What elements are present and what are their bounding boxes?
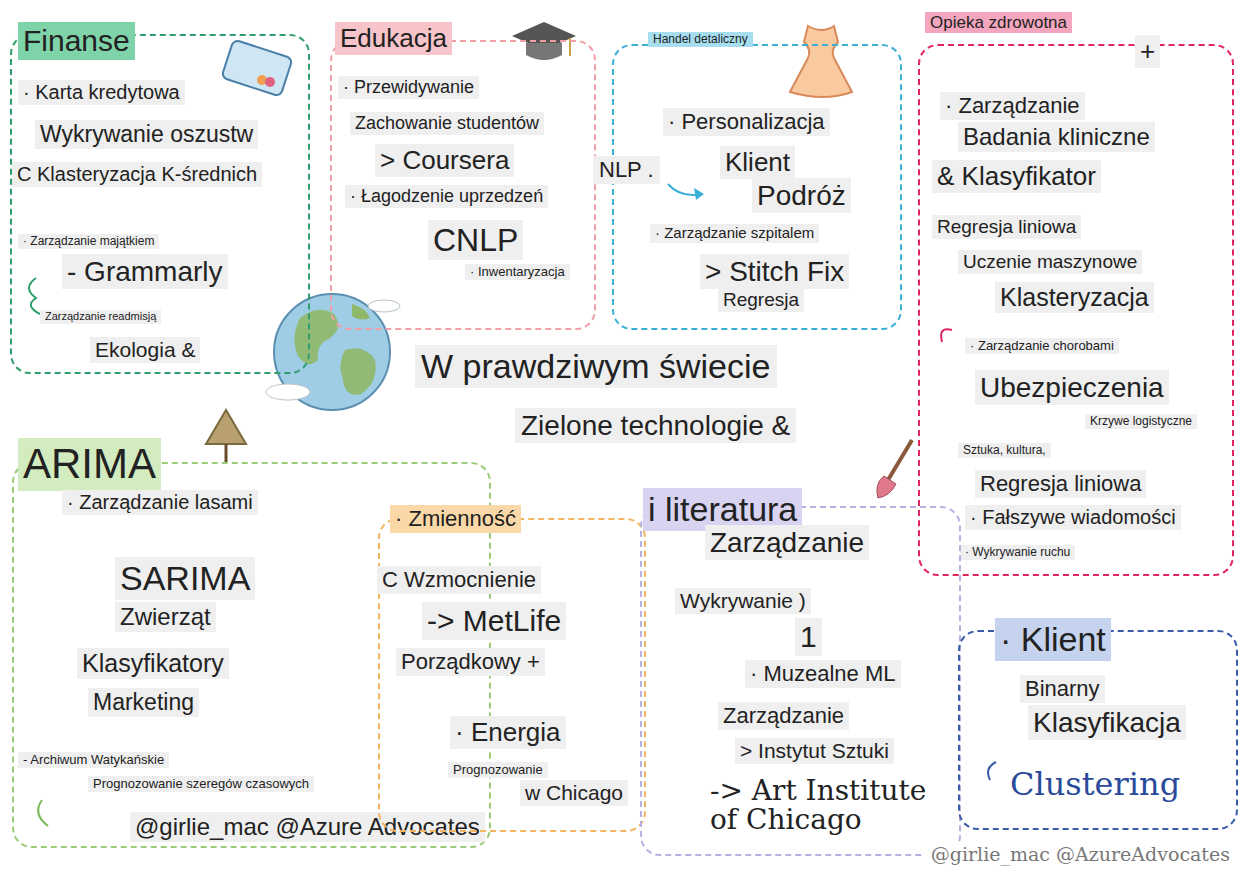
region-text: Prognozowanie bbox=[448, 762, 548, 778]
region-text: Klasteryzacja bbox=[995, 282, 1154, 313]
region-panel: Handel detaliczny· PersonalizacjaKlientP… bbox=[612, 44, 902, 330]
region-text: · Muzealne ML bbox=[745, 660, 901, 688]
region-text: Badania kliniczne bbox=[958, 122, 1155, 152]
region-text: - Archiwum Watykańskie bbox=[18, 752, 169, 768]
region-text: - Grammarly bbox=[62, 254, 228, 289]
region-heading: ARIMA bbox=[18, 438, 161, 491]
region-text: · Energia bbox=[450, 716, 566, 749]
region-heading: Handel detaliczny bbox=[648, 32, 753, 47]
region-text: · Przewidywanie bbox=[338, 76, 479, 99]
region-text: Regresja liniowa bbox=[975, 470, 1146, 498]
curl-mark bbox=[941, 329, 952, 342]
region-text: · Fałszywe wiadomości bbox=[965, 505, 1181, 530]
region-text: & Klasyfikator bbox=[932, 160, 1101, 193]
region-heading: Opieka zdrowotna bbox=[925, 12, 1072, 33]
region-text: 1 bbox=[795, 618, 822, 656]
watermark: @girlie_mac @AzureAdvocates bbox=[925, 843, 1236, 867]
region-text: · Inwentaryzacja bbox=[465, 264, 570, 280]
region-text: Klient bbox=[720, 146, 795, 179]
region-panel: · KlientBinarnyKlasyfikacjaClustering bbox=[958, 630, 1238, 830]
region-text: · Karta kredytowa bbox=[18, 80, 185, 105]
region-text: C Wzmocnienie bbox=[377, 566, 541, 594]
region-text: Krzywe logistyczne bbox=[1085, 414, 1197, 429]
region-text: · Zarządzanie bbox=[940, 92, 1085, 120]
handwritten-note: -> Art Institute of Chicago bbox=[705, 776, 955, 835]
region-text: Regresja bbox=[718, 288, 804, 312]
region-text: Zarządzanie bbox=[718, 702, 849, 730]
nlp-arrowhead bbox=[694, 188, 704, 200]
region-text: Binarny bbox=[1020, 675, 1105, 703]
region-text: w Chicago bbox=[520, 780, 628, 806]
region-panel: Edukacja· PrzewidywanieZachowanie studen… bbox=[330, 40, 596, 330]
curl-mark bbox=[38, 800, 48, 826]
region-text: > Instytut Sztuki bbox=[735, 738, 894, 764]
region-heading: · Zmienność bbox=[390, 505, 521, 533]
region-text: CNLP bbox=[428, 220, 523, 260]
credit-card-icon bbox=[221, 39, 292, 96]
region-text: · Zarządzanie majątkiem bbox=[18, 234, 159, 249]
region-text: Podróż bbox=[752, 178, 851, 213]
region-text: Zwierząt bbox=[115, 602, 216, 632]
region-text: · Zarządzanie lasami bbox=[62, 490, 258, 515]
region-text: Zarządzanie readmisją bbox=[40, 310, 161, 324]
globe-illustration bbox=[266, 294, 400, 410]
free-label: NLP . bbox=[593, 156, 660, 184]
region-text: Wykrywanie oszustw bbox=[35, 120, 258, 149]
tree-icon bbox=[206, 410, 246, 462]
region-text: · Zarządzanie szpitalem bbox=[650, 224, 819, 243]
region-text: Prognozowanie szeregów czasowych bbox=[88, 776, 314, 792]
region-text: Klasyfikacja bbox=[1028, 705, 1186, 740]
diagram-title: W prawdziwym świecie bbox=[415, 345, 777, 388]
region-text: · Łagodzenie uprzedzeń bbox=[345, 185, 548, 208]
region-panel: Opieka zdrowotna+· ZarządzanieBadania kl… bbox=[918, 44, 1234, 576]
region-heading: Finanse bbox=[18, 22, 135, 60]
region-heading: Edukacja bbox=[335, 22, 452, 55]
region-text: C Klasteryzacja K-średnich bbox=[12, 162, 262, 187]
curl-mark bbox=[29, 278, 40, 314]
region-text: Zachowanie studentów bbox=[350, 112, 544, 135]
region-text: -> MetLife bbox=[422, 602, 566, 640]
region-text: + bbox=[1135, 35, 1160, 68]
region-panel: · ZmiennośćC Wzmocnienie-> MetLifePorząd… bbox=[378, 518, 646, 832]
region-heading: · Klient bbox=[995, 618, 1111, 661]
region-text: Klasyfikatory bbox=[77, 648, 229, 679]
region-text: Marketing bbox=[88, 688, 199, 717]
region-text: Sztuka, kultura, bbox=[958, 443, 1051, 458]
region-text: Wykrywanie ) bbox=[675, 588, 811, 614]
region-text: > Stitch Fix bbox=[700, 254, 849, 289]
region-text: Porządkowy + bbox=[396, 648, 545, 676]
region-text: Ekologia & bbox=[90, 337, 200, 363]
dress-icon bbox=[790, 26, 852, 97]
free-label: Zielone technologie & bbox=[515, 408, 796, 443]
region-text: · Wykrywanie ruchu bbox=[960, 545, 1075, 560]
region-text: · Personalizacja bbox=[663, 108, 830, 136]
region-text: Ubezpieczenia bbox=[975, 370, 1169, 405]
region-panel: i literaturaZarządzanieWykrywanie )1· Mu… bbox=[640, 506, 961, 856]
region-text: SARIMA bbox=[115, 557, 255, 600]
region-panel: Finanse· Karta kredytowaWykrywanie oszus… bbox=[10, 34, 310, 374]
region-text: @girlie_mac @Azure Advocates bbox=[130, 812, 485, 842]
curl-mark bbox=[988, 762, 996, 780]
region-text: > Coursera bbox=[375, 144, 514, 177]
brush-icon bbox=[877, 440, 912, 498]
region-text: · Zarządzanie chorobami bbox=[965, 338, 1119, 354]
handwritten-note: Clustering bbox=[1005, 768, 1235, 802]
region-text: Zarządzanie bbox=[705, 525, 869, 560]
region-text: Uczenie maszynowe bbox=[958, 250, 1142, 274]
region-text: Regresja liniowa bbox=[932, 215, 1081, 239]
